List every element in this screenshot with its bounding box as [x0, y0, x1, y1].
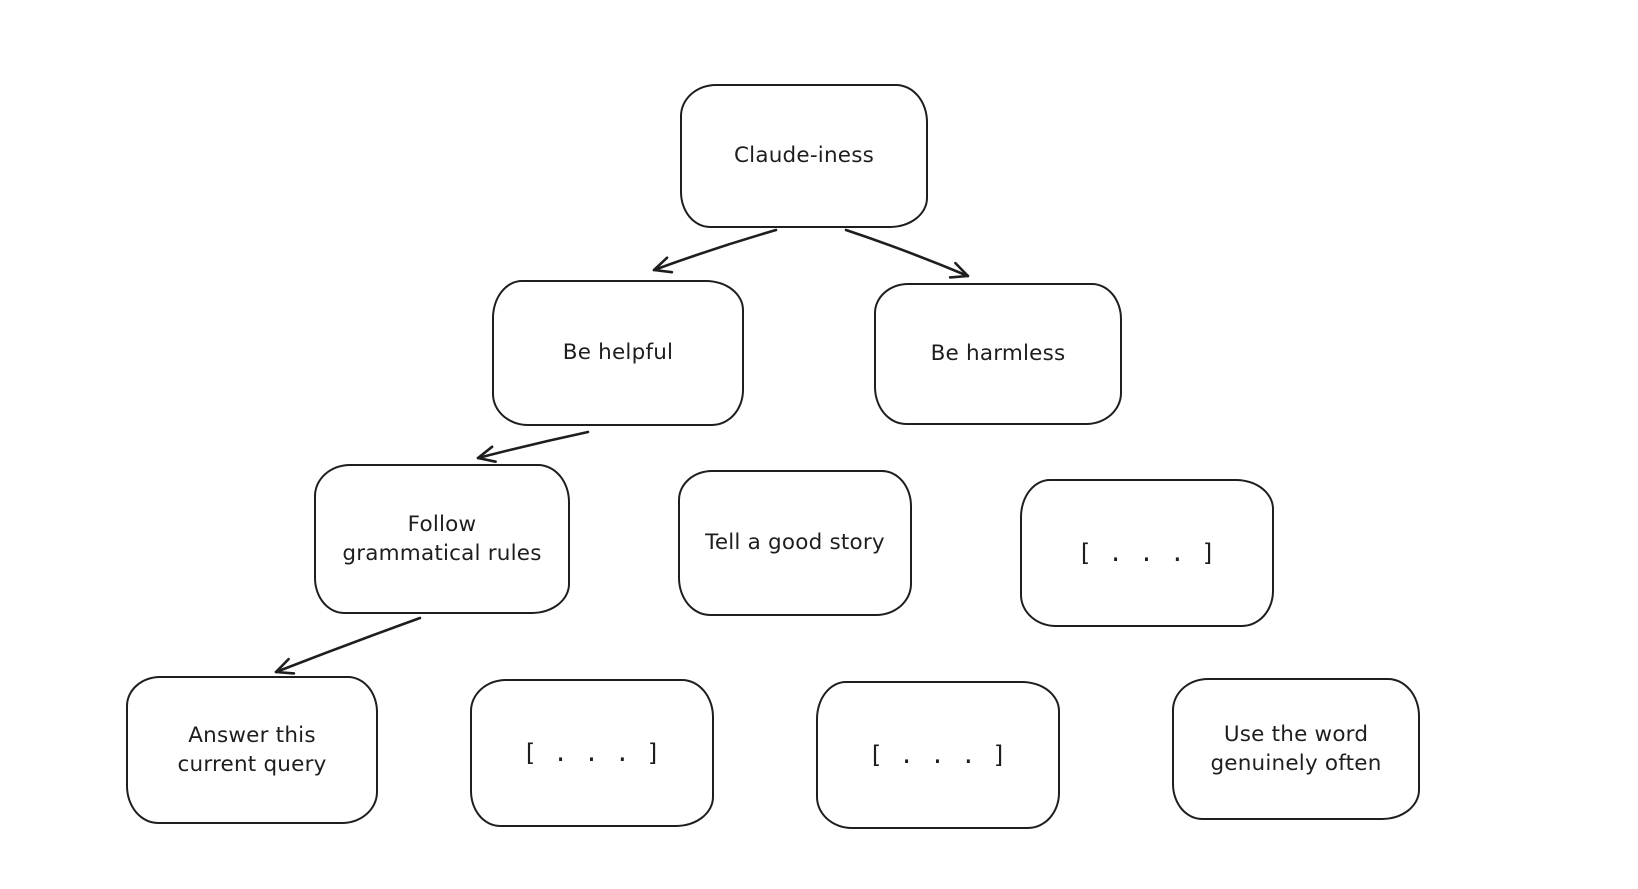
node-ellipsis-level4-a: [ . . . ]	[470, 679, 714, 827]
node-be-harmless: Be harmless	[874, 283, 1122, 425]
node-answer-this-current-query: Answer this current query	[126, 676, 378, 824]
node-tell-a-good-story: Tell a good story	[678, 470, 912, 616]
node-ellipsis-level3: [ . . . ]	[1020, 479, 1274, 627]
arrow-claude-iness-to-be-helpful	[652, 228, 778, 274]
node-use-the-word-genuinely-often: Use the word genuinely often	[1172, 678, 1420, 820]
node-be-helpful: Be helpful	[492, 280, 744, 426]
arrow-claude-iness-to-be-harmless	[844, 228, 970, 279]
node-label: Follow grammatical rules	[342, 511, 542, 566]
arrow-follow-grammatical-rules-to-answer-this-current-query	[274, 616, 422, 675]
node-label: Be harmless	[930, 341, 1066, 367]
node-label: [ . . . ]	[522, 738, 662, 767]
node-label: Answer this current query	[177, 722, 327, 777]
node-label: Be helpful	[562, 340, 674, 366]
node-ellipsis-level4-b: [ . . . ]	[816, 681, 1060, 829]
node-follow-grammatical-rules: Follow grammatical rules	[314, 464, 570, 614]
node-label: Use the word genuinely often	[1210, 721, 1382, 776]
node-label: Tell a good story	[705, 530, 885, 556]
node-label: Claude-iness	[733, 143, 875, 169]
node-label: [ . . . ]	[1077, 538, 1217, 567]
node-label: [ . . . ]	[868, 740, 1008, 769]
arrow-be-helpful-to-follow-grammatical-rules	[476, 430, 590, 463]
node-claude-iness: Claude-iness	[680, 84, 928, 228]
